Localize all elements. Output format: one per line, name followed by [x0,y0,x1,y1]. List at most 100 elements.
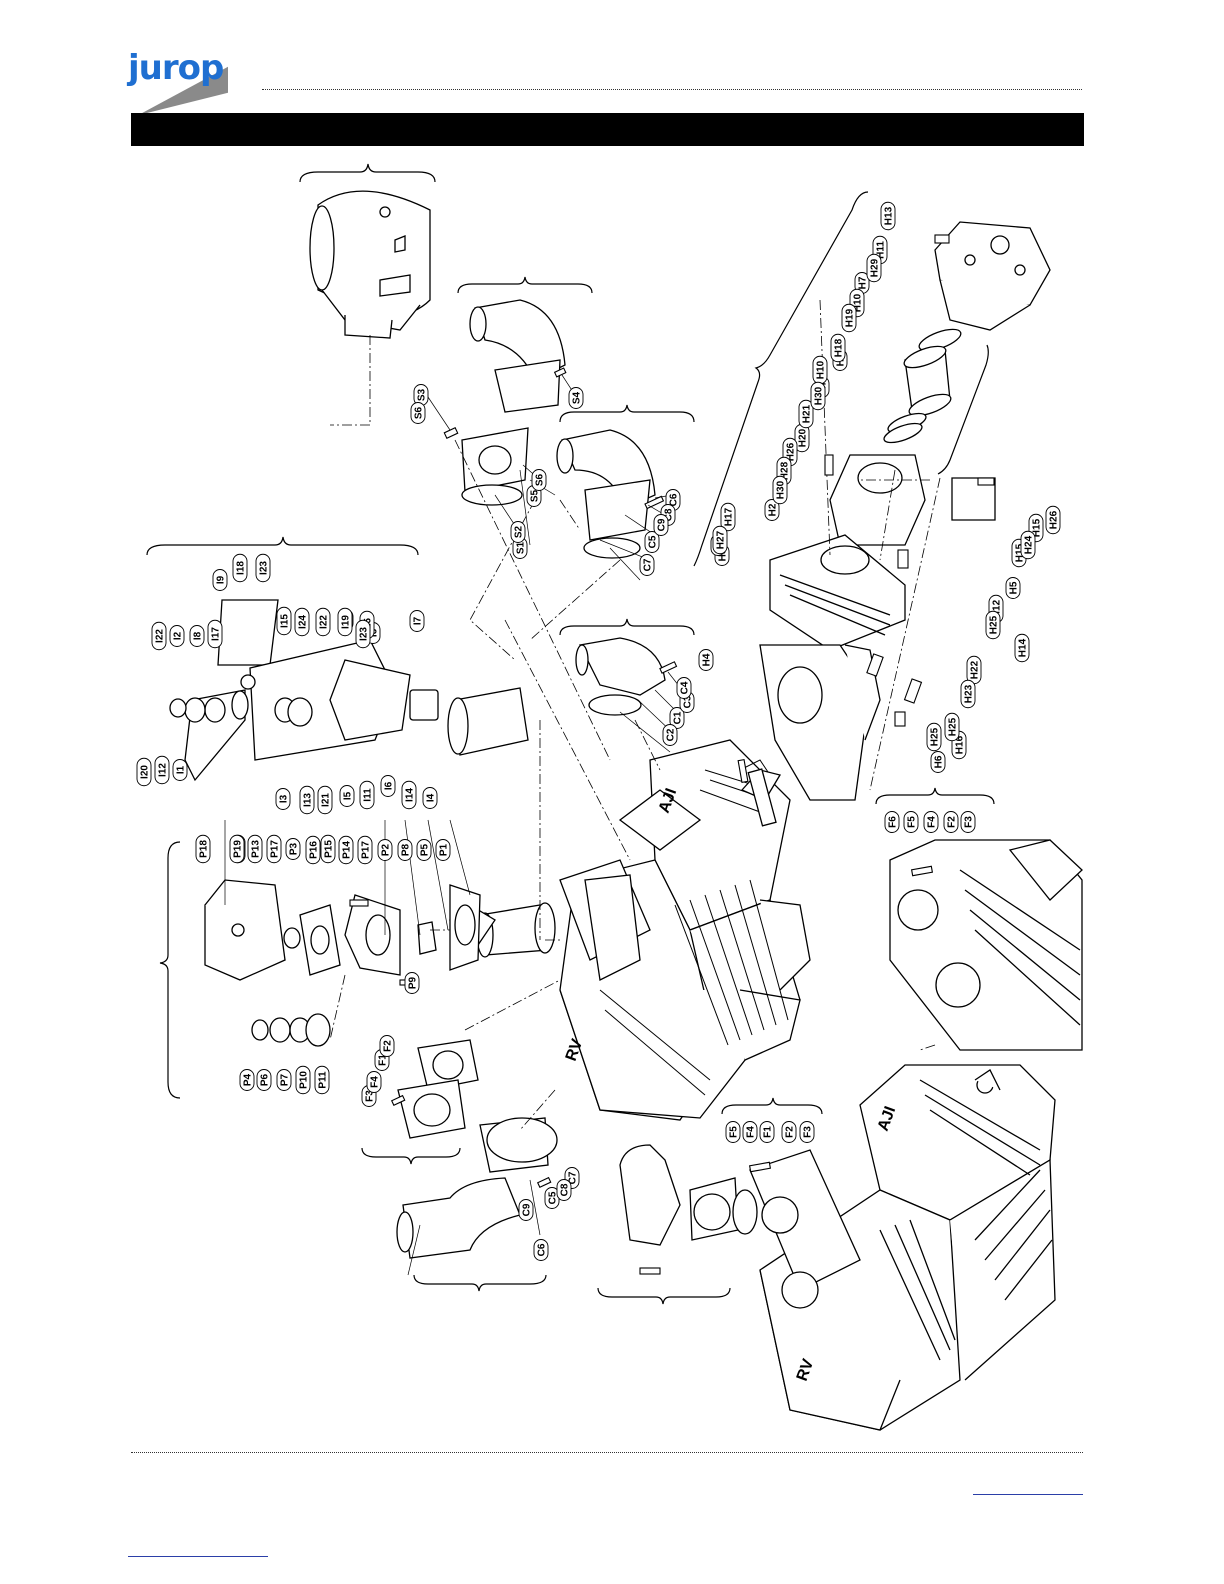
part-callout-c2: C2 [662,724,678,746]
brace-pump-assembly [159,841,181,1099]
part-callout-f2: F2 [379,1035,395,1057]
part-callout-p17: P17 [357,835,373,865]
part-callout-h17: H17 [720,502,736,532]
part-callout-label: F5 [907,816,918,828]
part-callout-h26: H26 [1045,505,1061,535]
part-callout-label: I6 [384,781,395,790]
part-callout-bubble [880,201,896,231]
part-callout-label: H16 [955,735,966,754]
part-callout-bubble [720,502,736,532]
part-callout-f6: F6 [884,811,900,833]
part-callout-bubble [960,679,976,709]
footer-dotted-rule [131,1452,1083,1453]
brace-elbow-right-bottom [597,1287,731,1305]
part-callout-label: F2 [785,1126,796,1138]
part-callout-i15: I15 [276,606,292,636]
brace-flange-f-right-bottom [721,1097,823,1115]
part-callout-label: P11 [318,1071,329,1089]
part-callout-label: I8 [193,631,204,640]
part-callout-p10: P10 [295,1065,311,1095]
part-callout-p3: P3 [285,838,301,860]
part-callout-bubble [305,835,321,865]
part-callout-label: H22 [970,660,981,679]
part-callout-i24: I24 [294,607,310,637]
part-callout-bubble [339,785,355,807]
brace-suction-elbow [457,276,593,294]
part-callout-i13: I13 [299,785,315,815]
part-callout-f4: F4 [923,811,939,833]
part-callout-bubble [799,1121,815,1143]
part-callout-label: F3 [803,1126,814,1138]
part-callout-label: C6 [537,1243,548,1256]
part-callout-c7: C7 [639,554,655,576]
part-callout-bubble [232,553,248,583]
footer-link-right[interactable] [973,1494,1083,1495]
filter-tank-drawing [309,190,431,339]
part-callout-i22: I22 [315,607,331,637]
part-callout-label: C9 [657,518,668,531]
part-callout-label: H26 [786,442,797,461]
part-callout-bubble [256,1069,272,1091]
part-callout-bubble [212,569,228,591]
part-callout-label: S3 [417,388,428,401]
part-callout-bubble [275,788,291,810]
main-pump-upper-fins [599,759,789,1096]
elbow-c-bottom-drawing [396,1117,558,1259]
part-callout-bubble [764,499,780,521]
part-callout-label: H10 [816,360,827,379]
part-callout-label: H7 [858,276,869,289]
part-callout-label: H15 [1032,518,1043,537]
logo-text: jurop [128,48,224,88]
footer-link-left[interactable] [128,1556,268,1557]
part-callout-label: F2 [383,1040,394,1052]
part-callout-label: I7 [413,616,424,625]
part-callout-label: I21 [321,793,332,807]
part-callout-c1: C1 [669,707,685,729]
part-callout-i19: I19 [337,607,353,637]
right-pump-large [749,1064,1056,1431]
part-callout-label: S6 [414,406,425,419]
part-callout-label: C3 [683,695,694,708]
part-callout-label: P5 [420,843,431,856]
part-callout-bubble [903,811,919,833]
part-callout-h2: H2 [764,499,780,521]
part-callout-label: F3 [365,1090,376,1102]
part-callout-bubble [409,610,425,632]
part-callout-p2: P2 [377,839,393,861]
part-callout-label: F4 [370,1076,381,1088]
part-callout-bubble [255,553,271,583]
part-callout-label: H15 [1015,543,1026,562]
part-callout-bubble [1014,633,1030,663]
part-callout-bubble [944,712,960,742]
part-callout-label: H12 [992,599,1003,618]
part-callout-label: S1 [516,541,527,554]
part-callout-label: H21 [802,404,813,423]
flange-f-left-drawing [397,1039,479,1139]
part-callout-label: C5 [648,535,659,548]
part-callout-s4: S4 [568,387,584,409]
part-callout-i6: I6 [380,775,396,797]
part-callout-bubble [781,1121,797,1143]
title-bar [131,113,1084,146]
part-callout-bubble [207,619,223,649]
part-callout-f3: F3 [960,811,976,833]
part-callout-bubble [1020,530,1036,560]
part-callout-bubble [1005,577,1021,599]
part-callout-i8: I8 [189,625,205,647]
part-callout-bubble [357,835,373,865]
part-callout-bubble [669,707,685,729]
brace-flange-c-small [559,618,695,636]
part-callout-label: I22 [319,615,330,629]
part-callout-label: H23 [964,684,975,703]
part-callout-h4: H4 [698,649,714,671]
part-callout-label: I11 [363,788,374,802]
part-callout-bubble [985,610,1001,640]
part-callout-label: F1 [763,1126,774,1138]
part-callout-bubble [639,554,655,576]
right-pump-inset [889,839,1083,1051]
part-callout-bubble [510,521,526,543]
part-callout-label: H25 [948,717,959,736]
part-callout-label: I24 [298,615,309,629]
part-callout-p9: P9 [404,972,420,994]
